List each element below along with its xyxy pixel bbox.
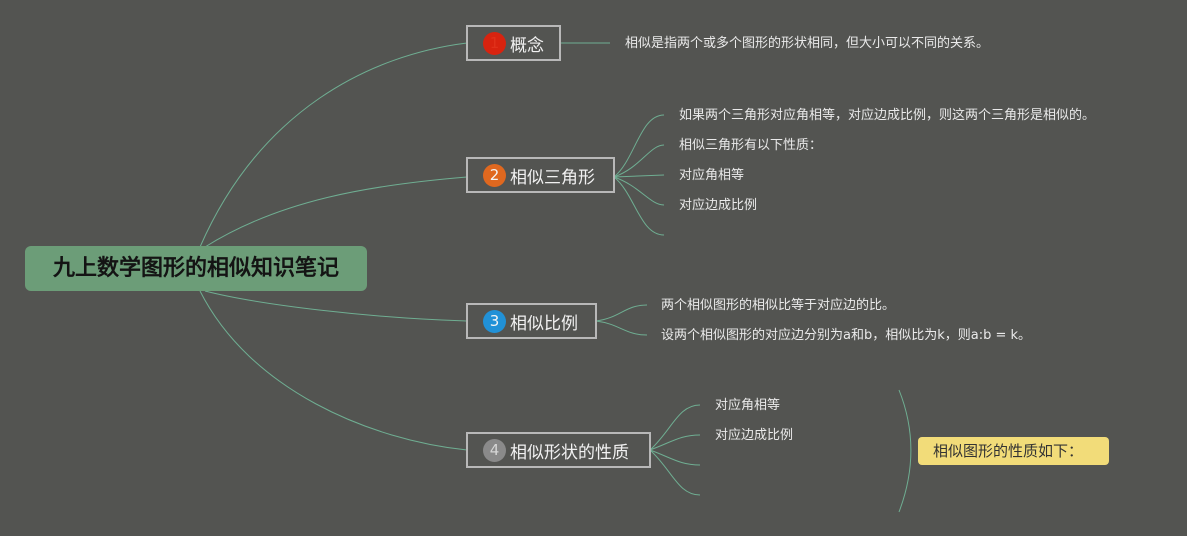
link-triangle-item-3	[613, 174, 665, 178]
link-root-concept	[199, 42, 468, 248]
leaf-triangle-equal-angles[interactable]: 对应角相等	[679, 168, 745, 183]
branch-label: 相似三角形	[510, 167, 595, 188]
link-triangle-item-2	[613, 144, 665, 178]
root-topic[interactable]: 九上数学图形的相似知识笔记	[25, 246, 367, 291]
leaf-ratio-equal-sides[interactable]: 两个相似图形的相似比等于对应边的比。	[661, 298, 896, 313]
leaf-property-proportional-sides[interactable]: 对应边成比例	[715, 428, 794, 443]
link-triangle-item-4	[613, 176, 665, 206]
branch-concept[interactable]: 1 概念	[466, 25, 561, 61]
branch-label: 相似比例	[510, 313, 578, 334]
link-root-ratio	[204, 290, 468, 322]
branch-similar-ratio[interactable]: 3 相似比例	[466, 303, 597, 339]
number-badge-1: 1	[483, 31, 506, 55]
link-triangle-item-1	[613, 114, 665, 178]
leaf-triangle-proportional-sides[interactable]: 对应边成比例	[679, 198, 758, 213]
leaf-triangle-properties-intro[interactable]: 相似三角形有以下性质：	[679, 138, 823, 153]
branch-similar-triangles[interactable]: 2 相似三角形	[466, 157, 615, 193]
link-root-triangle	[204, 176, 468, 248]
link-property-item-4	[649, 449, 701, 496]
link-triangle-item-5	[613, 176, 665, 236]
link-root-property	[199, 290, 468, 451]
link-property-item-1	[649, 404, 701, 451]
branch-shape-properties[interactable]: 4 相似形状的性质	[466, 432, 651, 468]
leaf-ratio-formula[interactable]: 设两个相似图形的对应边分别为a和b，相似比为k，则a:b = k。	[661, 328, 1032, 343]
number-badge-2: 2	[483, 163, 506, 187]
branch-label: 相似形状的性质	[510, 442, 629, 463]
link-property-item-2	[649, 434, 701, 451]
link-ratio-item-1	[595, 304, 648, 322]
number-badge-3: 3	[483, 309, 506, 333]
summary-note[interactable]: 相似图形的性质如下：	[918, 437, 1109, 465]
branch-label: 概念	[510, 35, 544, 56]
leaf-triangle-definition[interactable]: 如果两个三角形对应角相等，对应边成比例，则这两个三角形是相似的。	[679, 108, 1096, 123]
leaf-property-equal-angles[interactable]: 对应角相等	[715, 398, 781, 413]
summary-brace	[898, 389, 912, 513]
number-badge-4: 4	[483, 438, 506, 462]
link-property-item-3	[649, 449, 701, 466]
leaf-concept-definition[interactable]: 相似是指两个或多个图形的形状相同，但大小可以不同的关系。	[625, 36, 990, 51]
link-ratio-item-2	[595, 320, 648, 336]
